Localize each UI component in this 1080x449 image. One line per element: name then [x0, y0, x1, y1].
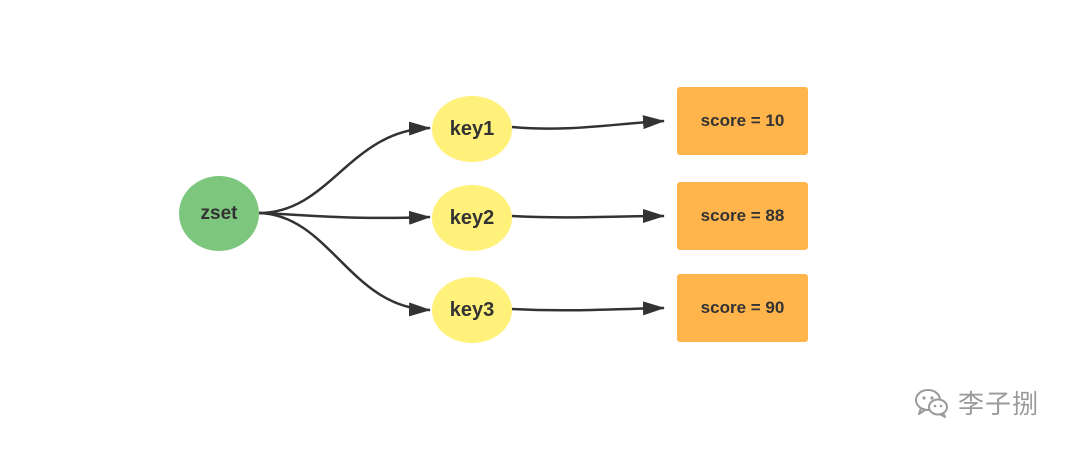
edge-zset-key1 — [258, 121, 431, 215]
edge-key1-score1 — [511, 115, 665, 130]
node-score-2: score = 88 — [677, 182, 808, 250]
node-key1-label: key1 — [449, 117, 495, 140]
node-key2-label: key2 — [449, 206, 495, 229]
node-key2: key2 — [432, 185, 512, 251]
node-zset: zset — [179, 176, 259, 251]
node-key3: key3 — [432, 277, 512, 343]
node-key1: key1 — [432, 96, 512, 162]
node-score-3-label: score = 90 — [700, 298, 785, 317]
edge-key2-score2 — [511, 209, 665, 224]
node-key3-label: key3 — [449, 298, 495, 321]
node-score-1-label: score = 10 — [700, 111, 785, 130]
watermark-text: 李子捌 — [958, 389, 1040, 419]
edge-zset-key3 — [258, 211, 431, 317]
watermark: 李子捌 — [914, 384, 1039, 421]
node-zset-label: zset — [200, 202, 238, 224]
wechat-icon — [915, 388, 948, 418]
edge-key3-score3 — [511, 301, 665, 316]
node-score-1: score = 10 — [677, 87, 808, 155]
node-score-2-label: score = 88 — [700, 206, 785, 225]
edge-zset-key2 — [258, 210, 431, 225]
node-score-3: score = 90 — [677, 274, 808, 342]
